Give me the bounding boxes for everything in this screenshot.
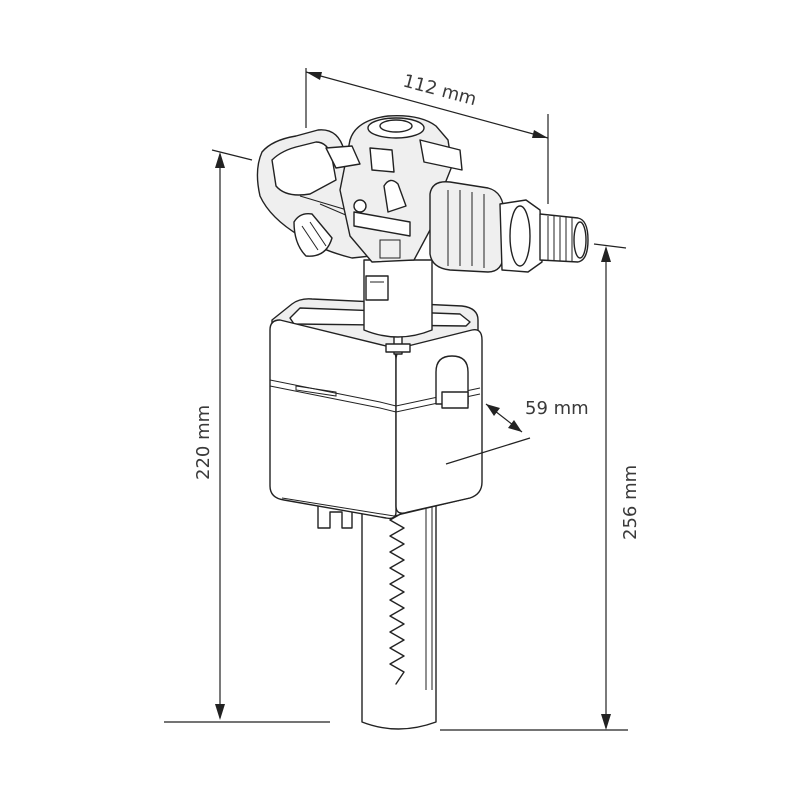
dimension-total-height: 256 mm	[440, 243, 641, 731]
total-height-label: 256 mm	[620, 465, 641, 540]
dimension-height: 220 mm	[164, 149, 330, 723]
width-label: 112 mm	[401, 71, 479, 111]
valve-head	[325, 115, 463, 263]
riser-tube	[361, 504, 437, 730]
dimension-depth: 59 mm	[445, 398, 589, 465]
threaded-rod	[389, 504, 405, 685]
fill-valve-illustration	[256, 115, 589, 730]
depth-label: 59 mm	[525, 398, 589, 419]
valve-neck	[363, 259, 433, 338]
inlet-connector	[429, 181, 589, 273]
height-label: 220 mm	[193, 405, 214, 480]
